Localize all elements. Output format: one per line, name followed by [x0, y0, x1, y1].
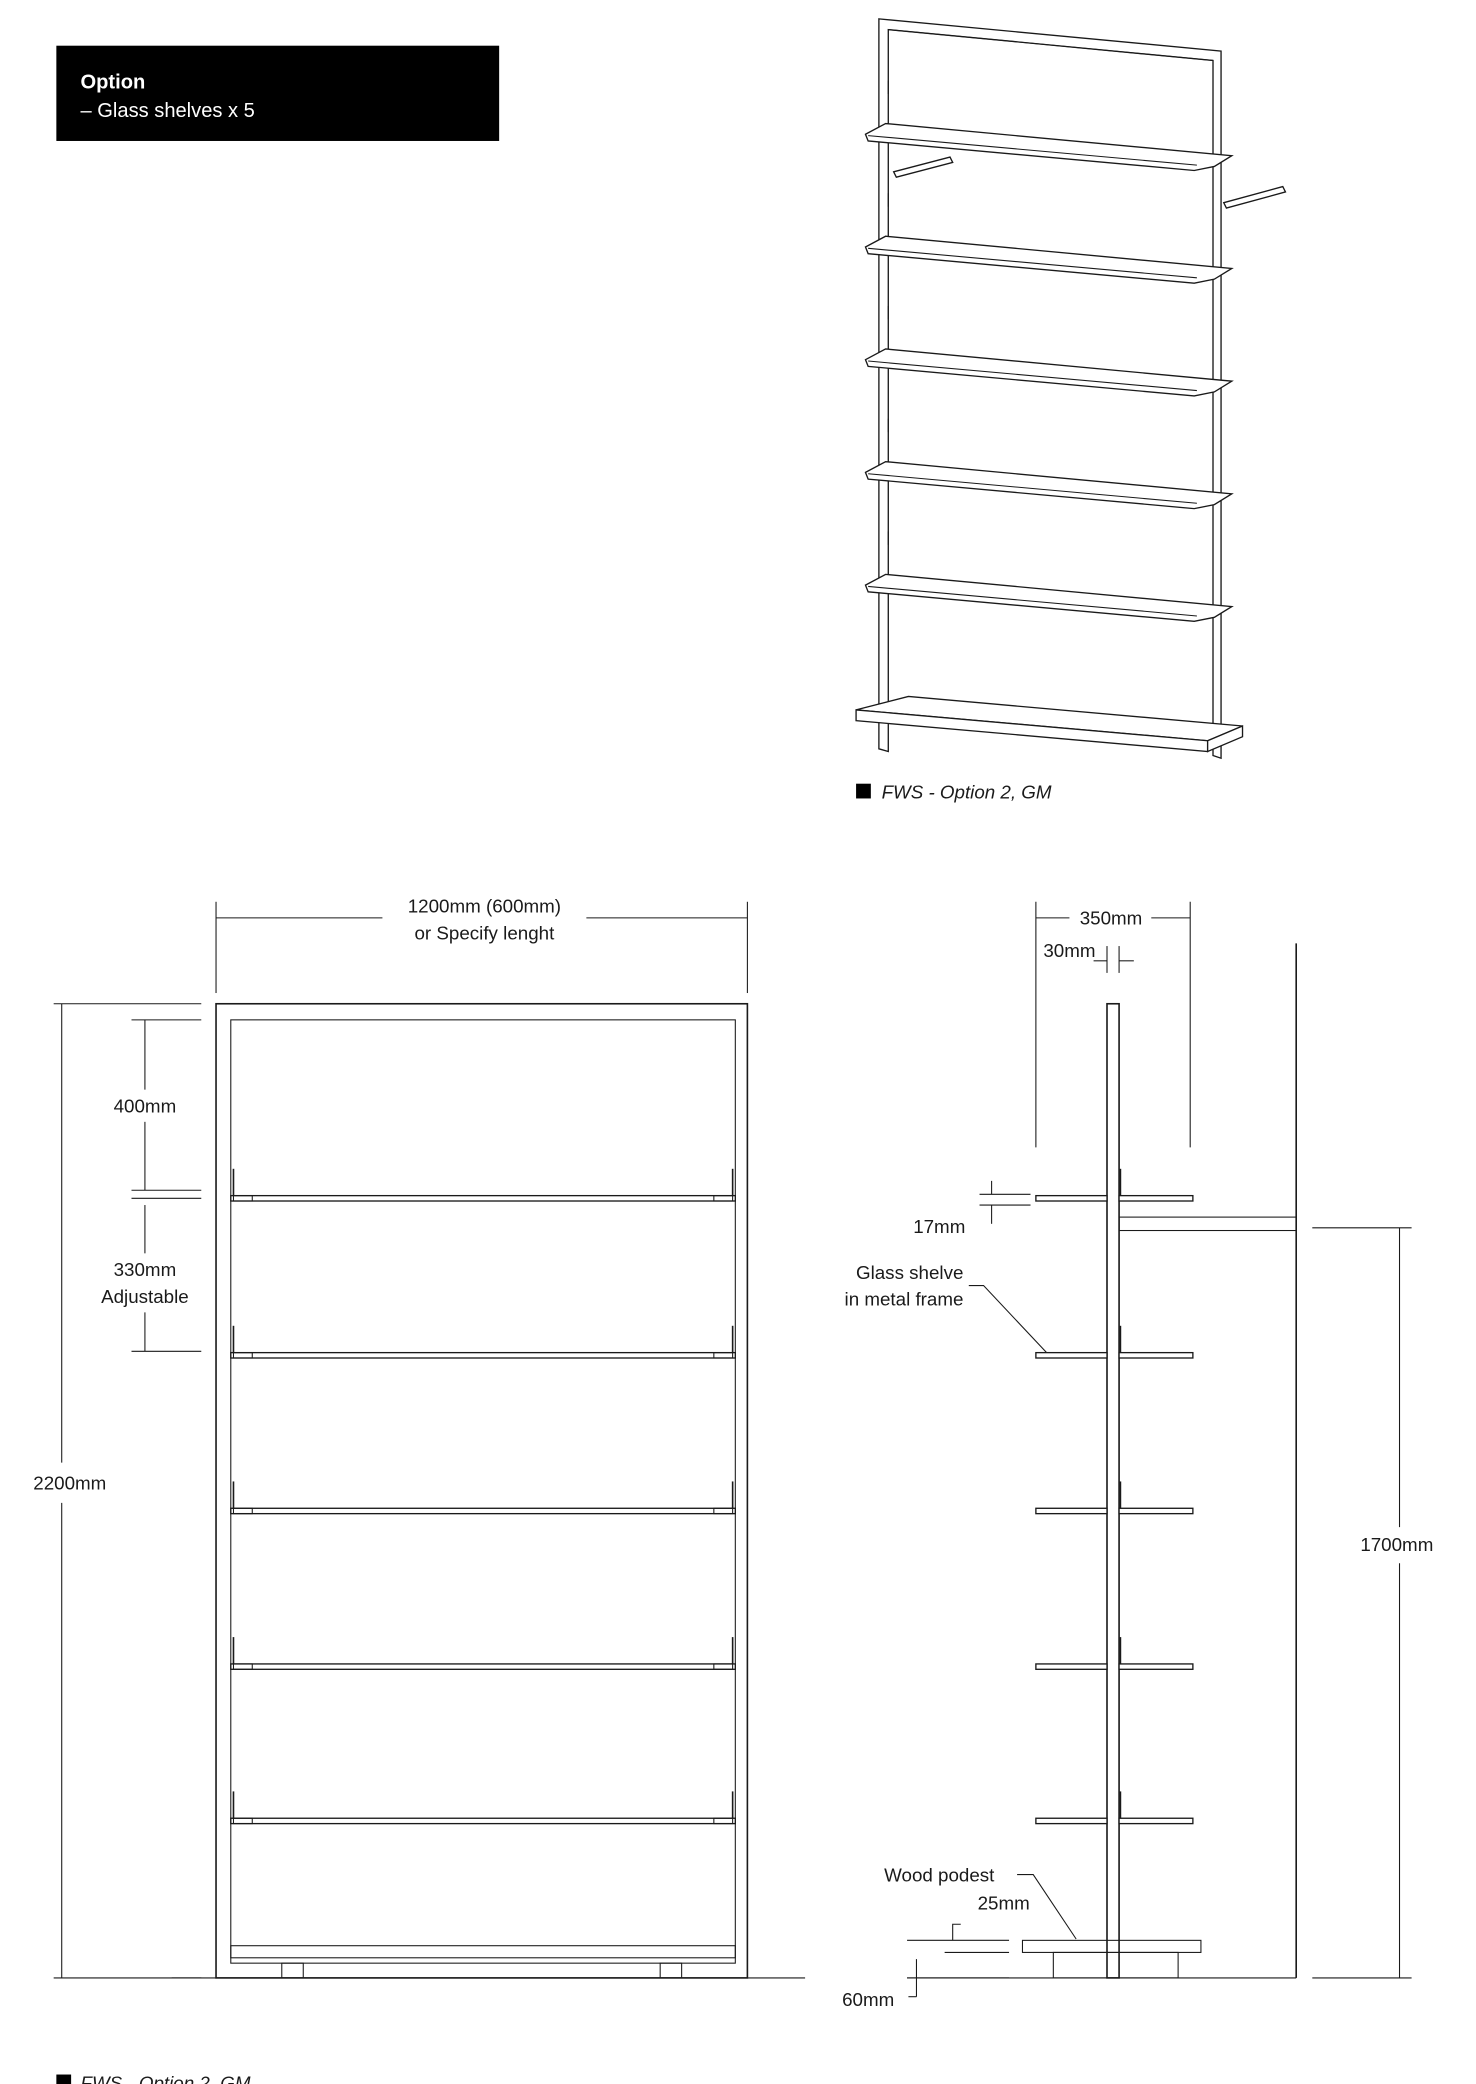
top-gap-dimension: 400mm [114, 1095, 177, 1116]
front-shelf [230, 1168, 736, 1202]
shelf-thickness-dimension: 17mm [913, 1216, 965, 1237]
side-shelf [1035, 1481, 1194, 1515]
podest-base-dimension: 60mm [842, 1989, 894, 2010]
side-post [1106, 1002, 1120, 1979]
option-box: Option – Glass shelves x 5 [56, 45, 500, 141]
iso-shelf [864, 122, 1234, 172]
width-dimension: 1200mm (600mm) [408, 896, 561, 917]
iso-bracket-right [1222, 185, 1287, 209]
height-dimension: 2200mm [33, 1472, 106, 1493]
elevation-caption-text: FWS - Option 2, GM [81, 2072, 251, 2084]
iso-caption: FWS - Option 2, GM [856, 781, 1052, 802]
side-shelf [1035, 1168, 1194, 1202]
podest-thickness-dimension: 25mm [978, 1892, 1030, 1913]
front-foot-right [659, 1962, 683, 1979]
width-note: or Specify lenght [415, 922, 556, 943]
shelf-gap-dimension: 330mm [114, 1259, 177, 1280]
option-title: Option [81, 72, 146, 94]
side-shelf [1035, 1791, 1194, 1825]
iso-shelf [864, 460, 1234, 510]
arm-height-dimension: 1700mm [1360, 1534, 1433, 1555]
side-podest-base [1052, 1951, 1179, 1979]
front-foot-left [281, 1962, 304, 1979]
side-shelf [1035, 1325, 1194, 1359]
wood-podest-label: Wood podest [884, 1864, 995, 1885]
front-shelf [230, 1791, 736, 1825]
side-wood-podest [1021, 1939, 1202, 1953]
iso-caption-text: FWS - Option 2, GM [882, 781, 1052, 802]
side-view: 350mm 30mm 17mm Glass shelve in metal fr… [842, 901, 1433, 2010]
iso-shelf [864, 573, 1234, 623]
side-arm [1118, 1216, 1297, 1232]
front-shelf [230, 1481, 736, 1515]
side-shelf [1035, 1637, 1194, 1670]
post-dimension: 30mm [1043, 940, 1095, 961]
isometric-view [855, 18, 1287, 760]
shelf-gap-note: Adjustable [101, 1286, 189, 1307]
iso-bracket-left [892, 156, 954, 178]
front-shelf [230, 1325, 736, 1359]
option-subtitle: – Glass shelves x 5 [81, 100, 255, 122]
front-shelf [230, 1637, 736, 1670]
iso-shelf [864, 235, 1234, 284]
glass-shelf-label-2: in metal frame [845, 1289, 964, 1310]
front-view: 1200mm (600mm) or Specify lenght 2200mm … [33, 896, 806, 1979]
iso-shelf [864, 348, 1234, 397]
elevation-caption: FWS - Option 2, GM [56, 2072, 251, 2084]
glass-shelf-label-1: Glass shelve [856, 1262, 963, 1283]
front-wood-podest [230, 1945, 736, 1959]
depth-dimension: 350mm [1080, 908, 1143, 929]
iso-wood-podest [855, 695, 1244, 753]
